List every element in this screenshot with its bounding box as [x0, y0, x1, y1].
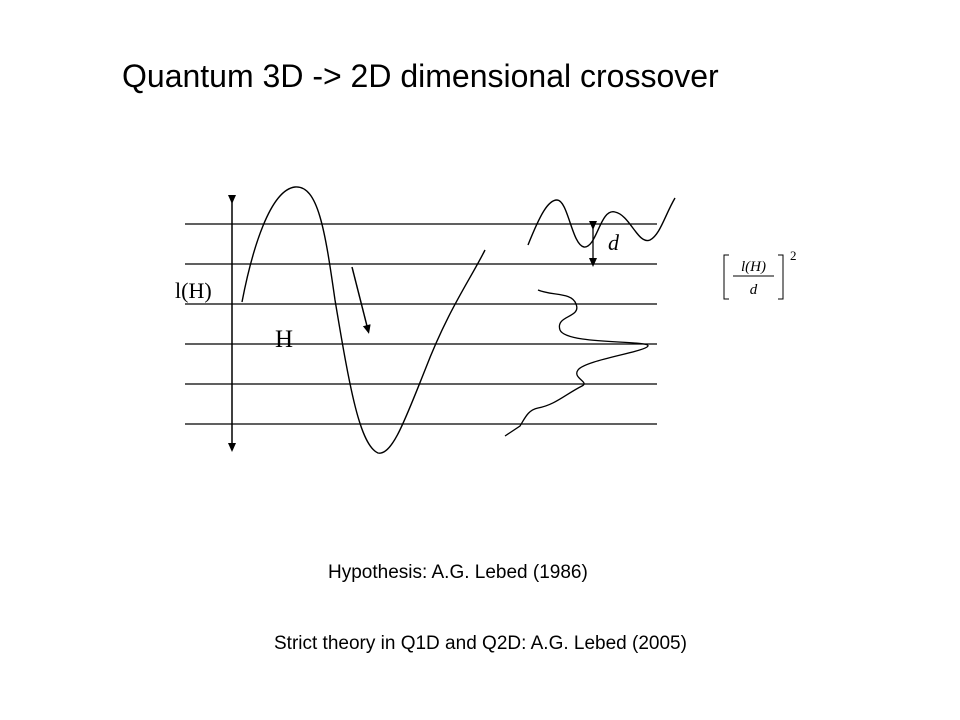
formula-denominator: d	[750, 282, 758, 298]
wavy-curve	[504, 289, 649, 437]
hypothesis-text: Hypothesis: A.G. Lebed (1986)	[328, 562, 588, 583]
strict-theory-text: Strict theory in Q1D and Q2D: A.G. Lebed…	[274, 633, 687, 654]
formula-exponent: 2	[790, 248, 797, 263]
ratio-formula: l(H) d 2	[723, 248, 797, 300]
formula-numerator: l(H)	[741, 259, 766, 275]
large-trajectory-curve	[241, 186, 486, 454]
field-label: H	[275, 326, 293, 353]
small-oscillation-curve	[527, 197, 676, 248]
length-label: l(H)	[175, 278, 212, 303]
field-arrow	[351, 266, 371, 334]
right-bracket	[778, 254, 784, 300]
spacing-label: d	[608, 230, 620, 255]
layer-lines	[185, 223, 657, 425]
left-bracket	[723, 254, 729, 300]
slide-title: Quantum 3D -> 2D dimensional crossover	[122, 58, 719, 94]
